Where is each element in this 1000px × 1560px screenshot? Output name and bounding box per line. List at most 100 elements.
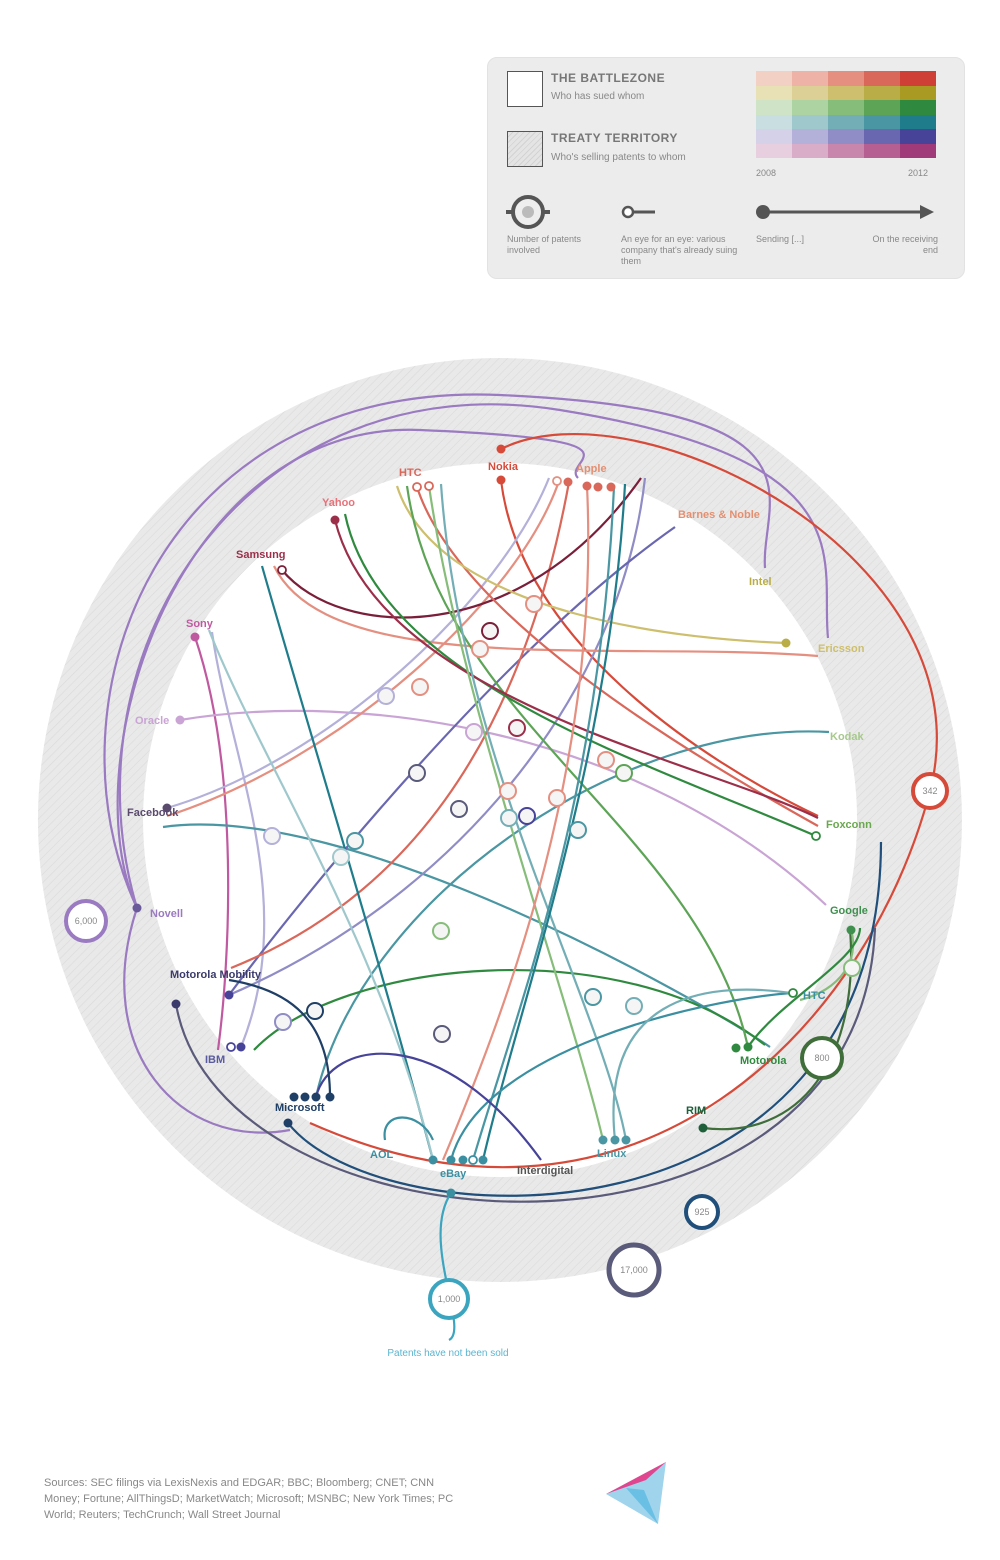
year-swatch (828, 114, 864, 129)
year-start-label: 2008 (756, 168, 777, 178)
patent-circle-inner (522, 206, 534, 218)
year-swatch (756, 71, 792, 86)
patent-circle-novell (64, 899, 108, 943)
counter-suit-dot (424, 481, 434, 491)
arrow-head-icon (920, 205, 934, 219)
patent-bubble (548, 789, 566, 807)
not-sold-annotation: Patents have not been sold (387, 1348, 508, 1359)
lawsuit-link (273, 565, 819, 658)
patent-bubble (597, 751, 615, 769)
year-swatch (792, 114, 828, 129)
lawsuit-link (228, 978, 332, 1098)
patent-circle-ebay (428, 1278, 470, 1320)
year-swatch (900, 71, 936, 86)
link-origin-dot (781, 638, 791, 648)
lawsuit-link (314, 730, 830, 1098)
lawsuit-link (449, 991, 792, 1161)
year-end-label: 2012 (908, 168, 929, 178)
patent-bubble (332, 848, 350, 866)
year-swatch (756, 143, 792, 158)
patent-bubble (569, 821, 587, 839)
label-yahoo: Yahoo (322, 497, 355, 509)
patent-bubble (625, 997, 643, 1015)
patent-count-n5: 800 (814, 1053, 829, 1063)
link-markers (132, 444, 861, 1198)
lawsuit-link (439, 483, 628, 1141)
counter-suit-dot (788, 988, 798, 998)
patent-bubble (306, 1002, 324, 1020)
lawsuit-link (166, 477, 551, 810)
lawsuit-links (103, 393, 938, 1341)
link-origin-dot (458, 1155, 468, 1165)
treaty-subtitle: Who's selling patents to whom (551, 152, 686, 163)
patent-bubble (508, 719, 526, 737)
lawsuit-link (162, 823, 771, 1048)
link-origin-dot (300, 1092, 310, 1102)
link-origin-dot (428, 1155, 438, 1165)
lawsuit-link (166, 477, 562, 818)
label-interdigital: Interdigital (517, 1165, 573, 1177)
link-origin-dot (446, 1155, 456, 1165)
lawsuit-link (395, 485, 787, 645)
lawsuit-link (314, 1052, 542, 1161)
link-origin-dot (846, 925, 856, 935)
arrow-caption-left: Sending [...] (756, 234, 805, 244)
patent-circle-motorola (684, 1194, 720, 1230)
patent-bubble (615, 764, 633, 782)
lawsuit-link (123, 907, 291, 1134)
lawsuit-link (333, 519, 819, 819)
year-swatch (756, 85, 792, 100)
lawsuit-link (481, 483, 627, 1161)
year-swatch (864, 114, 900, 129)
hollow-caption: An eye for an eye: various company that'… (621, 234, 738, 266)
label-barnes: Barnes & Noble (678, 509, 760, 521)
label-aol: AOL (370, 1149, 394, 1161)
patent-bubble (377, 687, 395, 705)
year-swatch (864, 100, 900, 115)
year-swatch (756, 100, 792, 115)
label-sony: Sony (186, 618, 214, 630)
label-ebay: eBay (440, 1168, 467, 1180)
patent-circle-rim (800, 1036, 844, 1080)
year-swatch (792, 129, 828, 144)
year-swatch (900, 85, 936, 100)
label-htc2: HTC (803, 990, 826, 1002)
treaty-territory-ring (37, 358, 962, 1282)
label-samsung: Samsung (236, 549, 286, 561)
patent-bubble (346, 832, 364, 850)
counter-suit-dot (226, 1042, 236, 1052)
patent-count-n6: 1,000 (438, 1294, 461, 1304)
lawsuit-link (103, 393, 771, 909)
year-swatch (900, 143, 936, 158)
battlezone-swatch (507, 71, 543, 107)
link-origin-dot (698, 1123, 708, 1133)
patent-bubble (432, 922, 450, 940)
label-nokia: Nokia (488, 461, 519, 473)
lawsuit-link (179, 709, 827, 906)
year-swatch (792, 100, 828, 115)
label-facebook: Facebook (127, 807, 179, 819)
legend-panel: THE BATTLEZONE Who has sued whom TREATY … (487, 57, 965, 279)
patent-war-diagram: HTC Nokia Apple Barnes & Noble Intel Eri… (37, 358, 962, 1359)
patent-bubble (465, 723, 483, 741)
patent-bubble (411, 678, 429, 696)
counter-suit-dot (277, 565, 287, 575)
label-apple: Apple (576, 463, 607, 475)
year-color-scale (756, 71, 936, 159)
label-microsoft: Microsoft (275, 1102, 325, 1114)
link-origin-dot (132, 903, 142, 913)
lawsuit-link (253, 969, 766, 1051)
label-rim: RIM (686, 1105, 706, 1117)
patent-bubble (263, 827, 281, 845)
label-htc: HTC (399, 467, 422, 479)
arrow-caption-right: On the receiving end (872, 234, 938, 255)
link-origin-dot (171, 999, 181, 1009)
label-intel: Intel (749, 576, 772, 588)
patent-count-n2: 925 (694, 1207, 709, 1217)
lawsuit-link (230, 481, 571, 970)
link-origin-dot (593, 482, 603, 492)
patent-bubble (518, 807, 536, 825)
label-motorola: Motorola Mobility (170, 969, 262, 981)
link-origin-dot (162, 803, 172, 813)
link-origin-dot (224, 990, 234, 1000)
